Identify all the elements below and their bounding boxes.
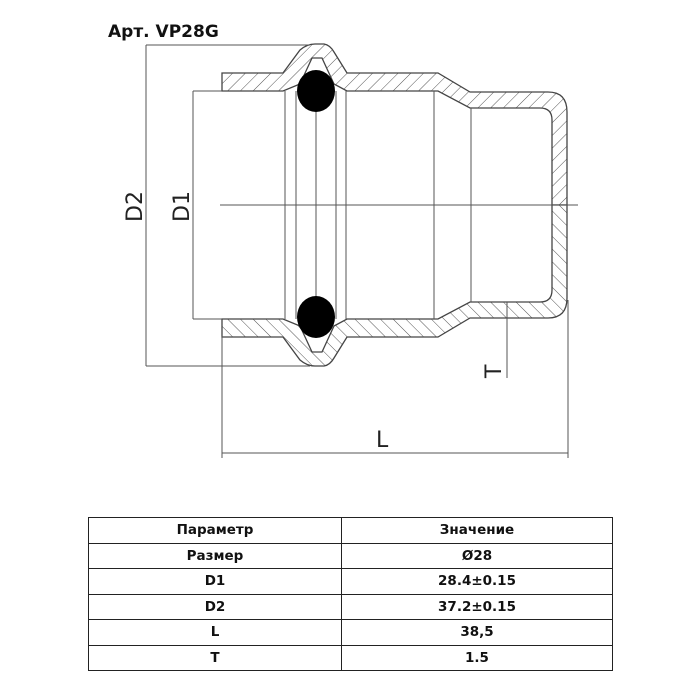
value-cell: 37.2±0.15 — [341, 593, 613, 620]
table-row: Размер Ø28 — [88, 542, 613, 569]
fitting-wall-bottom — [221, 204, 568, 367]
d2-label: D2 — [123, 191, 148, 222]
value-cell: 1.5 — [341, 644, 613, 671]
parameter-cell: D1 — [88, 568, 342, 595]
article-title: Арт. VP28G — [108, 22, 219, 42]
table-header-row: Параметр Значение — [88, 517, 613, 544]
parameter-cell: Размер — [88, 542, 342, 569]
dimension-lines — [145, 44, 569, 458]
o-ring-seal-top — [297, 70, 335, 112]
parameter-cell: L — [88, 619, 342, 646]
l-label: L — [376, 428, 389, 453]
d1-label: D1 — [170, 191, 195, 222]
header-value: Значение — [341, 517, 613, 544]
header-parameter: Параметр — [88, 517, 342, 544]
fitting-wall-top — [221, 43, 568, 206]
table-row: D1 28.4±0.15 — [88, 568, 613, 595]
o-ring-seal-bottom — [297, 296, 335, 338]
value-cell: 28.4±0.15 — [341, 568, 613, 595]
fitting-cross-section-drawing: D2 D1 T L — [123, 43, 578, 458]
parameter-cell: T — [88, 644, 342, 671]
table-row: T 1.5 — [88, 644, 613, 671]
specification-table: Параметр Значение Размер Ø28 D1 28.4±0.1… — [88, 517, 613, 671]
parameter-cell: D2 — [88, 593, 342, 620]
t-label: T — [482, 364, 507, 379]
value-cell: 38,5 — [341, 619, 613, 646]
table-row: D2 37.2±0.15 — [88, 593, 613, 620]
value-cell: Ø28 — [341, 542, 613, 569]
table-row: L 38,5 — [88, 619, 613, 646]
